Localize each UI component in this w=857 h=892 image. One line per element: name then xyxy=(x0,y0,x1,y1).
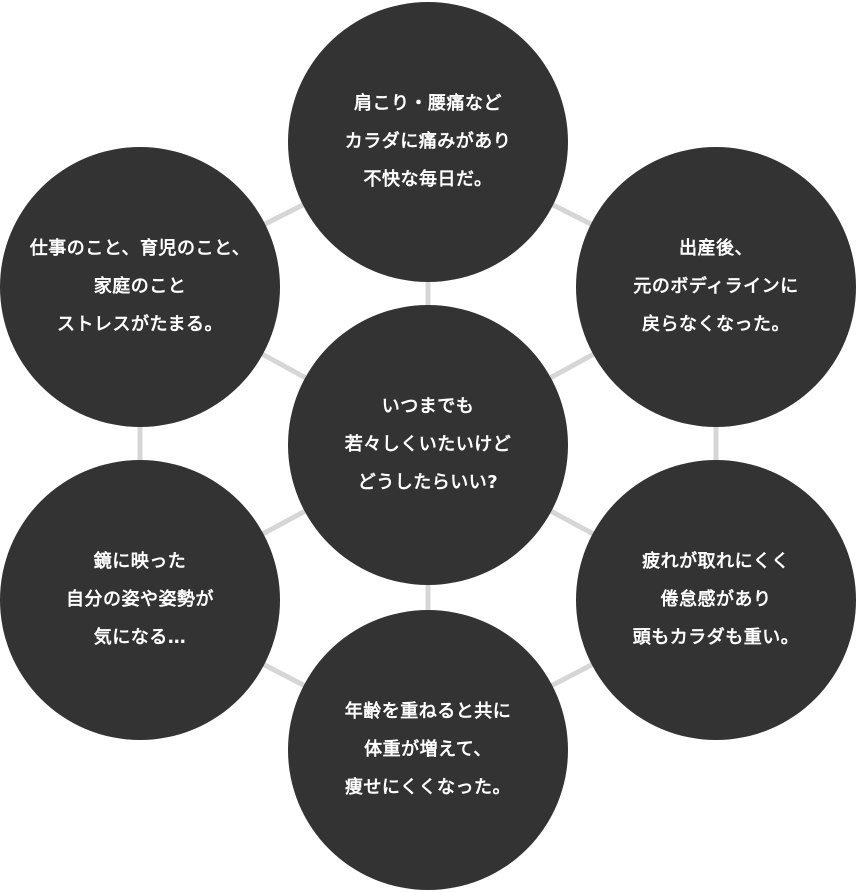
bubble-lower-right-line-2: 倦怠感があり xyxy=(660,589,772,610)
bubble-upper-right: 出産後、 元のボディラインに 戻らなくなった。 xyxy=(576,147,856,427)
bubble-lower-right: 疲れが取れにくく 倦怠感があり 頭もカラダも重い。 xyxy=(576,460,856,740)
bubble-bottom: 年齢を重ねると共に 体重が増えて、 痩せにくくなった。 xyxy=(288,610,568,890)
bubble-top-line-1: 肩こり・腰痛など xyxy=(354,93,502,114)
bubble-bottom-line-2: 体重が増えて、 xyxy=(364,739,492,760)
bubble-top: 肩こり・腰痛など カラダに痛みがあり 不快な毎日だ。 xyxy=(288,2,568,282)
bubble-top-line-3: 不快な毎日だ。 xyxy=(363,169,493,190)
center-line-3: どうしたらいい? xyxy=(357,472,499,493)
bubble-lower-left-line-1: 鏡に映った xyxy=(93,551,187,572)
bubble-lower-left-line-2: 自分の姿や姿勢が xyxy=(66,589,214,610)
center-line-2: 若々しくいたいけど xyxy=(344,434,512,455)
bubble-upper-left-line-1: 仕事のこと、育児のこと、 xyxy=(29,238,251,259)
bubble-lower-right-line-3: 頭もカラダも重い。 xyxy=(632,627,800,648)
bubble-bottom-line-3: 痩せにくくなった。 xyxy=(344,777,512,798)
bubble-upper-left-line-2: 家庭のこと xyxy=(93,276,187,297)
bubble-upper-left: 仕事のこと、育児のこと、 家庭のこと ストレスがたまる。 xyxy=(0,147,280,427)
bubble-upper-right-line-1: 出産後、 xyxy=(679,238,753,259)
center-line-1: いつまでも xyxy=(381,396,475,417)
bubble-upper-left-line-3: ストレスがたまる。 xyxy=(57,314,223,335)
bubble-lower-left-line-3: 気になる… xyxy=(93,627,187,648)
bubble-bottom-line-1: 年齢を重ねると共に xyxy=(344,701,512,722)
bubble-lower-left: 鏡に映った 自分の姿や姿勢が 気になる… xyxy=(0,460,280,740)
bubble-lower-right-line-1: 疲れが取れにくく xyxy=(642,551,790,572)
bubble-upper-right-line-3: 戻らなくなった。 xyxy=(642,314,790,335)
bubble-upper-right-line-2: 元のボディラインに xyxy=(633,276,799,297)
center-bubble: いつまでも 若々しくいたいけど どうしたらいい? xyxy=(288,305,568,585)
bubble-top-line-2: カラダに痛みがあり xyxy=(344,131,512,152)
